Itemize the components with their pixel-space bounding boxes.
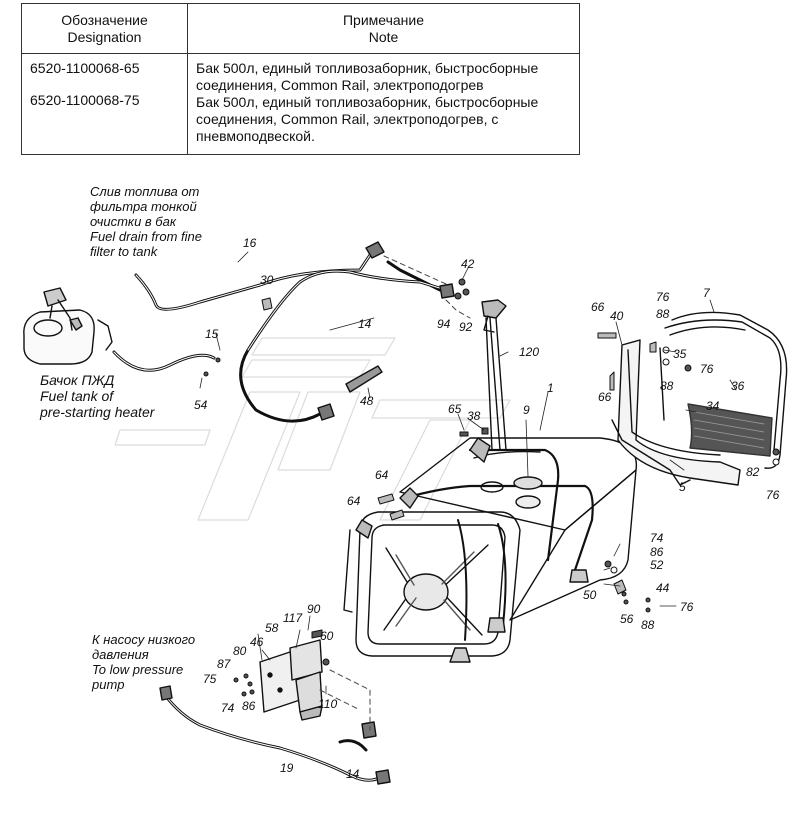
- heater-tank-caption: Бачок ПЖД Fuel tank of pre-starting heat…: [40, 372, 155, 420]
- note-header-ru: Примечание: [342, 11, 425, 28]
- part-number: 75: [203, 672, 217, 686]
- part-number: 66: [591, 300, 605, 314]
- fuel-filter-assembly: [259, 639, 323, 721]
- designation-header-en: Designation: [67, 28, 142, 45]
- part-number: 120: [519, 345, 539, 359]
- part-number: 82: [746, 465, 760, 479]
- part-number: 30: [260, 273, 274, 287]
- part-number: 46: [250, 635, 264, 649]
- fuel-drain-caption: Слив топлива от фильтра тонкой очистки в…: [90, 184, 202, 259]
- part-number: 87: [217, 657, 232, 671]
- part-number: 64: [347, 494, 361, 508]
- part-number: 88: [641, 618, 655, 632]
- specification-table: Обозначение Designation Примечание Note …: [21, 3, 580, 155]
- tank-bracket: [611, 339, 741, 486]
- part-number: 65: [448, 402, 462, 416]
- designation-header-ru: Обозначение: [61, 11, 148, 28]
- part-number: 48: [360, 394, 374, 408]
- part-number: 110: [318, 697, 337, 711]
- part-number: 40: [610, 309, 624, 323]
- part-number: 92: [459, 320, 473, 334]
- part-number: 88: [660, 379, 674, 393]
- designation-header: Обозначение Designation: [21, 3, 188, 54]
- part-number: 86: [650, 545, 664, 559]
- part-number: 80: [233, 644, 247, 658]
- fasteners: [203, 278, 780, 697]
- pump-caption: К насосу низкого давления To low pressur…: [92, 632, 196, 692]
- part-number: 44: [656, 581, 670, 595]
- part-number: 35: [673, 347, 687, 361]
- part-number: 19: [280, 761, 294, 775]
- fuel-line-14-lower: [338, 721, 377, 752]
- part-number: 60: [320, 629, 334, 643]
- part-number: 50: [583, 588, 597, 602]
- note-text: Бак 500л, единый топливозаборник, быстро…: [196, 94, 539, 144]
- part-number: 9: [523, 403, 530, 417]
- part-number: 34: [706, 399, 720, 413]
- designation-value: 6520-1100068-75: [30, 92, 140, 108]
- part-number: 56: [620, 612, 634, 626]
- part-number: 74: [650, 531, 664, 545]
- part-number: 66: [598, 390, 612, 404]
- fuel-line-14: [239, 260, 455, 423]
- part-number: 15: [205, 327, 219, 341]
- note-cell: Бак 500л, единый топливозаборник, быстро…: [187, 53, 580, 155]
- part-number: 5: [679, 480, 686, 494]
- part-number: 88: [656, 307, 670, 321]
- fuel-intake-tube: [481, 299, 507, 451]
- part-number: 90: [307, 602, 321, 616]
- fuel-tank: [343, 437, 638, 663]
- watermark-logo: [114, 337, 511, 521]
- part-number: 117: [283, 611, 303, 625]
- note-text: Бак 500л, единый топливозаборник, быстро…: [196, 60, 539, 93]
- part-number: 7: [703, 286, 711, 300]
- note-header-en: Note: [368, 28, 399, 45]
- part-number: 54: [194, 398, 208, 412]
- part-number: 76: [656, 290, 670, 304]
- part-number: 76: [700, 362, 714, 376]
- part-number: 38: [467, 409, 481, 423]
- part-number: 16: [243, 236, 257, 250]
- part-number: 14: [358, 317, 372, 331]
- part-number: 94: [437, 317, 451, 331]
- part-number: 36: [731, 379, 745, 393]
- hose-48: [345, 365, 383, 393]
- designation-cell: 6520-1100068-65 6520-1100068-75: [21, 53, 188, 155]
- part-number: 74: [221, 701, 235, 715]
- designation-value: 6520-1100068-65: [30, 60, 140, 76]
- fuel-line-19: [159, 685, 391, 785]
- part-number-callouts: 16 30 42 15 54 14 94 92 48 120 1 9 65 38…: [194, 236, 780, 781]
- strap-pad: [687, 403, 773, 457]
- part-number: 58: [265, 621, 279, 635]
- part-number: 42: [461, 257, 475, 271]
- note-header: Примечание Note: [187, 3, 580, 54]
- part-number: 76: [680, 600, 694, 614]
- part-number: 86: [242, 699, 256, 713]
- part-number: 14: [346, 767, 360, 781]
- part-number: 64: [375, 468, 389, 482]
- leader-lines: [199, 251, 737, 695]
- connection-lines: [319, 255, 471, 731]
- part-number: 76: [766, 488, 780, 502]
- heater-fuel-tank: [23, 287, 113, 365]
- fuel-line-15: [112, 350, 216, 372]
- part-number: 1: [547, 381, 554, 395]
- part-number: 52: [650, 558, 664, 572]
